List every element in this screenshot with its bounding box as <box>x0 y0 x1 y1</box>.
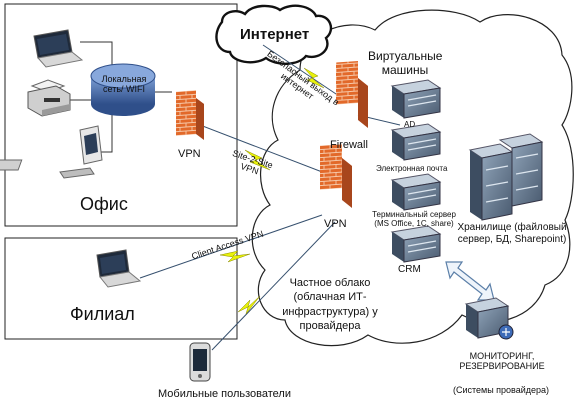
server-terminal-icon <box>390 173 442 211</box>
vm-title: Виртуальные машины <box>368 49 443 77</box>
office-title: Офис <box>80 194 128 214</box>
server-ad-label: AD <box>404 120 416 129</box>
firewall-label: Firewall <box>330 139 368 151</box>
lan-hub-label: Локальная сеть/ WIFI <box>101 74 147 95</box>
office-vpn-firewall-icon <box>176 90 204 140</box>
storage-label: Хранилище (файловый сервер, БД, Sharepoi… <box>457 222 567 245</box>
lightning-bolts <box>219 67 325 315</box>
branch-box <box>4 237 238 340</box>
office-vpn-label: VPN <box>178 148 201 160</box>
internet-cloud <box>215 4 333 65</box>
office-laptop-icon <box>33 29 84 68</box>
server-email-label: Электронная почта <box>376 164 448 173</box>
monitoring-title: МОНИТОРИНГ, РЕЗЕРВИРОВАНИЕ <box>459 351 545 372</box>
internet-firewall-icon <box>336 60 368 128</box>
server-crm-label: CRM <box>398 264 421 275</box>
server-crm-icon <box>390 225 442 263</box>
mobile-phone-icon <box>189 342 211 382</box>
desktop-computer-icon <box>0 125 103 179</box>
monitoring-subtitle: (Системы провайдера) <box>452 385 550 395</box>
branch-title: Филиал <box>70 304 135 324</box>
printer-icon <box>27 79 71 117</box>
mobile-users-label: Мобильные пользователи <box>158 388 291 400</box>
wan-lines <box>139 44 401 351</box>
branch-laptop-icon <box>96 249 142 288</box>
server-ad-icon <box>390 79 442 119</box>
lan-hub-icon <box>90 63 156 116</box>
storage-servers-icon <box>468 133 544 221</box>
internet-label: Интернет <box>240 26 310 43</box>
cloud-vpn-label: VPN <box>324 218 347 230</box>
monitoring-server-icon <box>464 297 514 340</box>
server-terminal-label: Терминальный сервер (MS Office, 1C, shar… <box>372 210 456 229</box>
cloud-description: Частное облако (облачная ИТ-инфраструкту… <box>282 277 378 332</box>
cloud-vpn-firewall-icon <box>320 144 352 208</box>
office-box <box>4 3 238 227</box>
server-email-icon <box>390 123 442 161</box>
